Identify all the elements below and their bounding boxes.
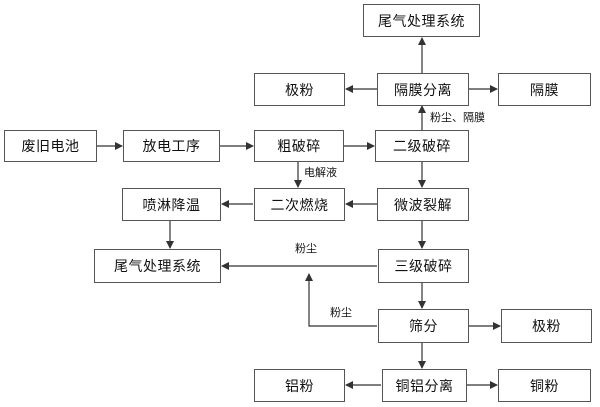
copper-aluminum-separation-box: 铜铝分离 <box>382 369 467 402</box>
exhaust-treatment-top-box: 尾气处理系统 <box>363 4 480 37</box>
separator-separation-box: 隔膜分离 <box>377 73 469 106</box>
screening-box: 筛分 <box>378 309 469 343</box>
aluminum-powder-box: 铝粉 <box>254 369 345 402</box>
label-dust-separator: 粉尘、隔膜 <box>430 111 485 124</box>
label-dust-lower: 粉尘 <box>330 306 352 319</box>
microwave-cracking-box: 微波裂解 <box>377 188 469 221</box>
secondary-crushing-box: 二级破碎 <box>375 130 469 162</box>
label-dust-upper: 粉尘 <box>295 242 317 255</box>
copper-powder-box: 铜粉 <box>498 369 591 402</box>
coarse-crushing-box: 粗破碎 <box>254 130 344 162</box>
waste-battery-box: 废旧电池 <box>4 130 97 162</box>
exhaust-treatment-bottom-box: 尾气处理系统 <box>94 249 221 283</box>
label-electrolyte: 电解液 <box>304 166 337 179</box>
tertiary-crushing-box: 三级破碎 <box>378 249 469 283</box>
separator-film-box: 隔膜 <box>498 73 591 106</box>
spray-cooling-box: 喷淋降温 <box>122 188 221 221</box>
arrow-screening-dust <box>305 273 377 327</box>
secondary-combustion-box: 二次燃烧 <box>254 188 345 221</box>
electrode-powder-bottom-box: 极粉 <box>501 309 592 343</box>
electrode-powder-top-box: 极粉 <box>254 73 345 106</box>
discharge-process-box: 放电工序 <box>123 130 220 162</box>
